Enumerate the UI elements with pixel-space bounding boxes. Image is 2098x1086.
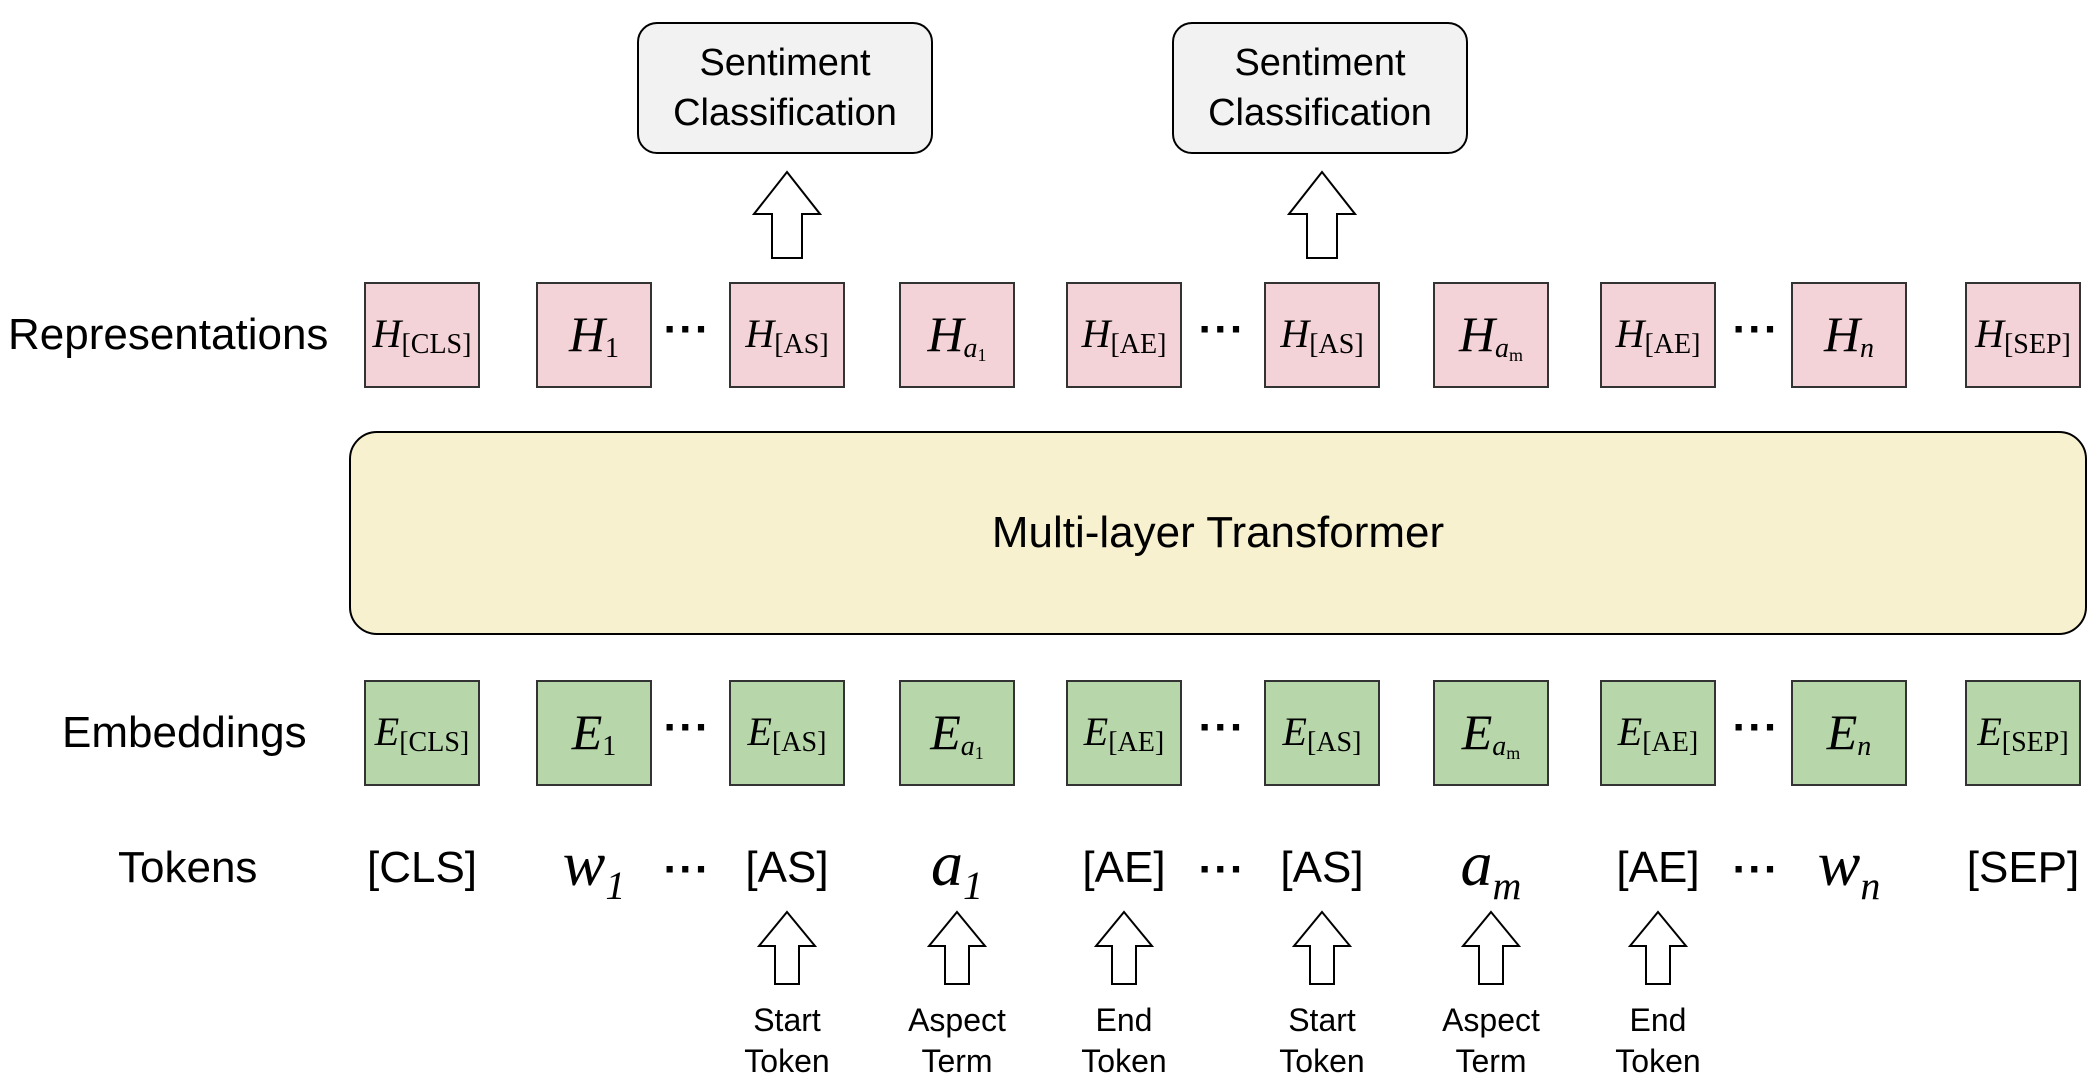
representation-box: Ham — [1433, 282, 1549, 388]
representation-box: H[AS] — [1264, 282, 1380, 388]
ellipsis: ··· — [1732, 703, 1780, 752]
representation-box: H[CLS] — [364, 282, 480, 388]
up-arrow-icon — [1094, 910, 1154, 985]
ellipsis: ··· — [663, 703, 711, 752]
representation-box: H1 — [536, 282, 652, 388]
sentiment-classification-box-1: Sentiment Classification — [637, 22, 933, 154]
embedding-box: E1 — [536, 680, 652, 786]
representation-box: H[AE] — [1600, 282, 1716, 388]
up-arrow-icon — [1287, 170, 1357, 259]
token: [SEP] — [1966, 843, 2080, 892]
embedding-box: Eam — [1433, 680, 1549, 786]
representation-box: H[AS] — [729, 282, 845, 388]
token: w1 — [562, 828, 626, 909]
token: am — [1460, 828, 1522, 909]
ellipsis: ··· — [1732, 305, 1780, 354]
representation-box: H[AE] — [1066, 282, 1182, 388]
token: wn — [1817, 828, 1881, 909]
embedding-box: E[AS] — [1264, 680, 1380, 786]
up-arrow-icon — [757, 910, 817, 985]
ellipsis: ··· — [1198, 305, 1246, 354]
up-arrow-icon — [1292, 910, 1352, 985]
token: [AS] — [745, 843, 829, 892]
embedding-box: E[AS] — [729, 680, 845, 786]
embedding-box: E[AE] — [1600, 680, 1716, 786]
embedding-box: Ea1 — [899, 680, 1015, 786]
representation-box: Ha1 — [899, 282, 1015, 388]
up-arrow-icon — [1628, 910, 1688, 985]
representations-label: Representations — [8, 310, 329, 359]
ellipsis: ··· — [1198, 703, 1246, 752]
token: a1 — [931, 828, 983, 909]
up-arrow-icon — [752, 170, 822, 259]
embedding-box: E[CLS] — [364, 680, 480, 786]
embedding-box: E[AE] — [1066, 680, 1182, 786]
ellipsis: ··· — [1198, 845, 1246, 894]
token: [CLS] — [366, 843, 478, 892]
up-arrow-icon — [927, 910, 987, 985]
up-arrow-icon — [1461, 910, 1521, 985]
token: [AE] — [1616, 843, 1700, 892]
multi-layer-transformer-block: Multi-layer Transformer — [349, 431, 2087, 635]
token: [AS] — [1280, 843, 1364, 892]
embedding-box: En — [1791, 680, 1907, 786]
ellipsis: ··· — [1732, 845, 1780, 894]
ellipsis: ··· — [663, 845, 711, 894]
ellipsis: ··· — [663, 305, 711, 354]
representation-box: H[SEP] — [1965, 282, 2081, 388]
token: [AE] — [1082, 843, 1166, 892]
embeddings-label: Embeddings — [62, 708, 307, 757]
tokens-label: Tokens — [118, 843, 258, 892]
embedding-box: E[SEP] — [1965, 680, 2081, 786]
representation-box: Hn — [1791, 282, 1907, 388]
sentiment-classification-box-2: Sentiment Classification — [1172, 22, 1468, 154]
